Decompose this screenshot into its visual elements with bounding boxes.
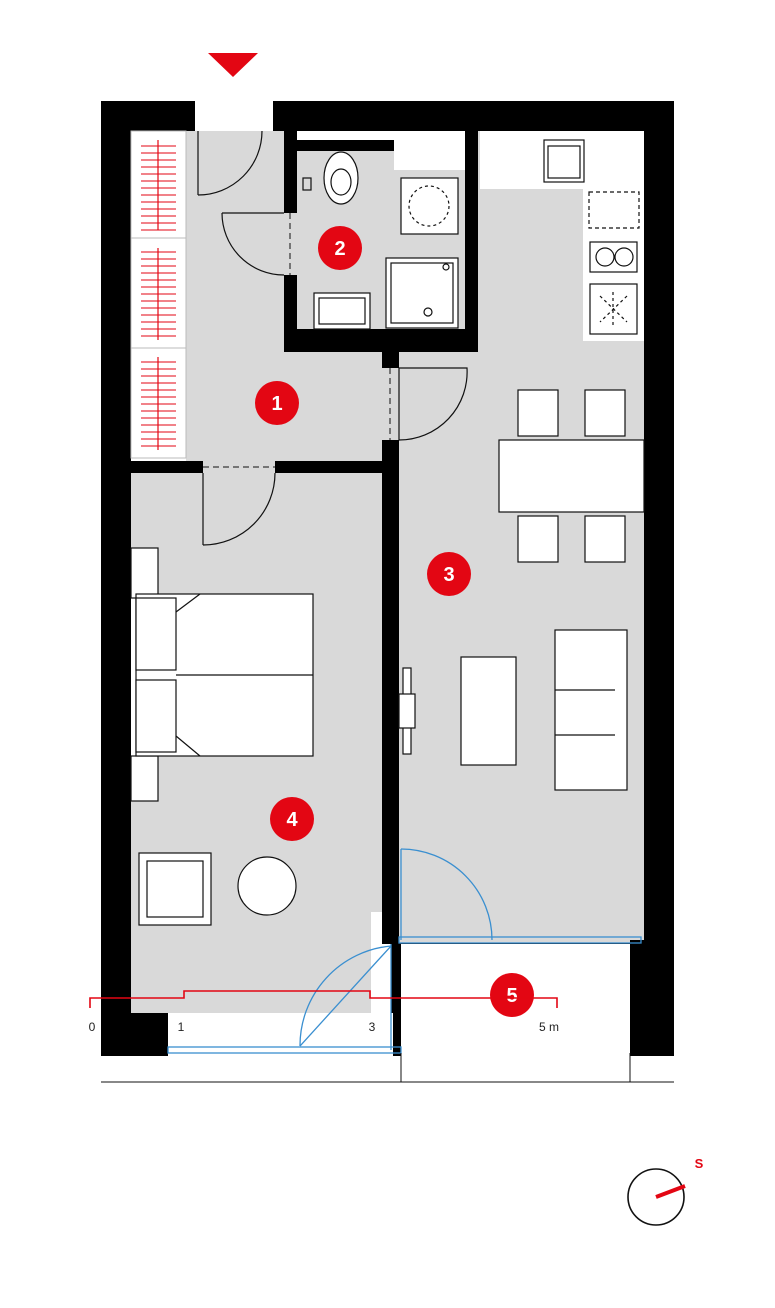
scale-label-0: 0 — [89, 1020, 96, 1034]
sink-icon — [543, 139, 585, 183]
glazing — [167, 848, 642, 1054]
kitchen-fixtures — [543, 139, 640, 335]
washbasin-icon — [313, 292, 371, 330]
entrance-arrow-icon — [208, 53, 258, 77]
chair — [517, 389, 559, 437]
room-label-2: 2 — [334, 238, 345, 260]
room-label-3: 3 — [443, 564, 454, 586]
room-marker-5: 5 — [490, 973, 534, 1017]
scale-label-1: 1 — [178, 1020, 185, 1034]
chair — [584, 389, 626, 437]
door-threshold-lines — [203, 213, 391, 468]
bedroom-furniture — [130, 547, 314, 926]
room-markers: 1 2 3 4 5 — [255, 226, 534, 1017]
sofa — [554, 629, 628, 791]
room-marker-1: 1 — [255, 381, 299, 425]
nightstand — [130, 755, 159, 802]
chair — [517, 515, 559, 563]
room-label-1: 1 — [271, 393, 282, 415]
oven-icon — [589, 283, 638, 335]
scale-bar: 0 1 3 5 m — [89, 990, 559, 1034]
bathroom-fixtures — [302, 151, 459, 330]
room-marker-2: 2 — [318, 226, 362, 270]
room-label-4: 4 — [286, 809, 298, 831]
door-swings — [197, 130, 468, 546]
chair — [584, 515, 626, 563]
room-marker-3: 3 — [427, 552, 471, 596]
toilet-icon — [323, 151, 359, 205]
compass-label: S — [695, 1156, 704, 1171]
dining-set — [498, 389, 645, 563]
nightstand — [130, 547, 159, 599]
wardrobe — [130, 130, 187, 459]
room-marker-4: 4 — [270, 797, 314, 841]
dining-table — [498, 439, 645, 513]
room-label-5: 5 — [506, 985, 517, 1007]
compass-icon: S — [627, 1156, 704, 1226]
side-table — [237, 856, 297, 916]
interior-walls — [101, 131, 674, 1056]
facade-lines — [101, 1053, 674, 1083]
living-furniture — [398, 629, 628, 791]
scale-label-3: 3 — [369, 1020, 376, 1034]
scale-label-5m: 5 m — [539, 1020, 559, 1034]
coffee-table — [460, 656, 517, 766]
